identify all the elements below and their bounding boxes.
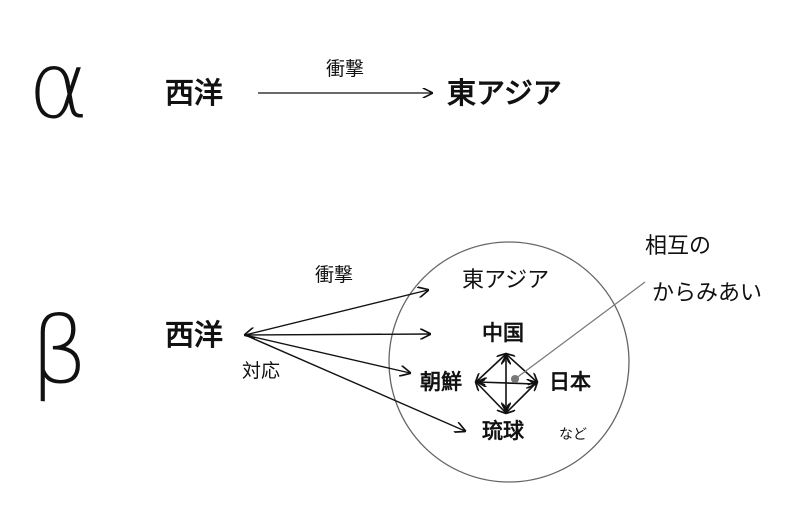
beta-label: β (30, 297, 89, 404)
node-japan: 日本 (549, 370, 591, 394)
west-arrows (245, 290, 465, 431)
alpha-source-west: 西洋 (165, 76, 224, 110)
beta-response-label: 対応 (242, 360, 281, 382)
etc-label: など (559, 427, 587, 443)
interaction-label-line2: からみあい (652, 281, 763, 306)
east-asia-title: 東アジア (462, 268, 550, 293)
east-asia-circle (388, 241, 630, 483)
interaction-diamond (476, 354, 537, 413)
beta-source-west: 西洋 (165, 318, 224, 352)
beta-impact-label: 衝撃 (315, 264, 354, 286)
alpha-impact-label: 衝撃 (326, 58, 365, 80)
alpha-label: α (28, 32, 89, 139)
alpha-target-east-asia: 東アジア (447, 76, 562, 110)
node-korea: 朝鮮 (420, 370, 462, 394)
interaction-label-line1: 相互の (645, 234, 712, 259)
node-ryukyu: 琉球 (482, 419, 524, 443)
node-china: 中国 (482, 321, 524, 345)
interaction-dot (511, 375, 519, 383)
interaction-leader-line (514, 281, 646, 380)
